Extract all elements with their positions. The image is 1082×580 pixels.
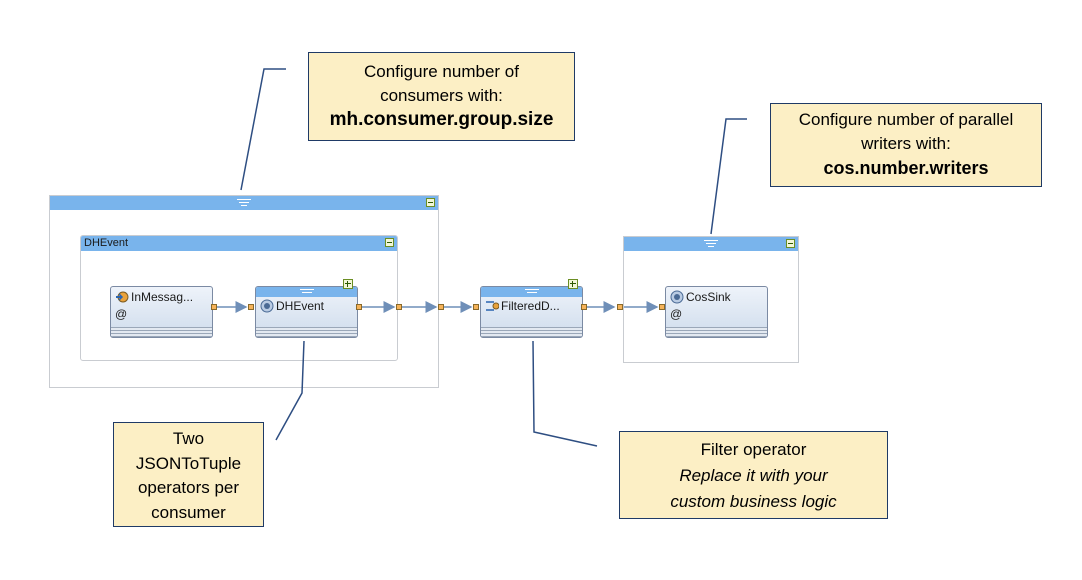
callout-line-json — [275, 340, 305, 441]
note-text: Replace it with your — [679, 466, 828, 485]
region-port[interactable] — [617, 304, 623, 310]
operator-name: CosSink — [686, 290, 731, 304]
composite-header[interactable]: DHEvent — [81, 236, 397, 251]
input-port[interactable] — [659, 304, 665, 310]
operator-footer — [666, 327, 767, 337]
operator-footer — [256, 327, 357, 337]
note-text: custom business logic — [670, 492, 837, 511]
note-text: JSONToTuple — [135, 453, 242, 473]
sink-adapter-icon — [670, 290, 684, 304]
collapse-icon[interactable] — [426, 198, 435, 207]
note-text: consumer — [151, 502, 226, 522]
note-consumers: Configure number of consumers with: mh.c… — [308, 52, 575, 141]
operator-annotation: @ — [670, 307, 683, 321]
note-text: consumers with: — [380, 86, 503, 105]
note-filter: Filter operator Replace it with your cus… — [619, 431, 888, 519]
operator-footer — [481, 327, 582, 337]
operator-dhevent[interactable]: DHEvent — [255, 286, 358, 338]
expand-icon[interactable] — [343, 279, 353, 289]
drag-grip-icon[interactable] — [704, 240, 718, 249]
filter-operator-icon — [485, 299, 500, 313]
drag-grip-icon[interactable] — [237, 199, 251, 208]
note-param: cos.number.writers — [823, 158, 989, 178]
callout-line-filter — [532, 340, 598, 447]
drag-grip-icon — [299, 289, 314, 295]
note-text: writers with: — [861, 134, 951, 153]
input-port[interactable] — [473, 304, 479, 310]
note-text: Configure number of — [364, 62, 519, 81]
operator-name: DHEvent — [276, 299, 325, 313]
note-param: mh.consumer.group.size — [329, 109, 554, 130]
note-json: Two JSONToTuple operators per consumer — [113, 422, 264, 527]
callout-line-consumers — [240, 68, 286, 191]
input-port[interactable] — [248, 304, 254, 310]
import-adapter-icon — [115, 290, 129, 304]
expand-icon[interactable] — [568, 279, 578, 289]
callout-line-writers — [710, 118, 747, 235]
operator-inmessage[interactable]: InMessag... @ — [110, 286, 213, 338]
output-port[interactable] — [356, 304, 362, 310]
operator-filtered[interactable]: FilteredD... — [480, 286, 583, 338]
region-port[interactable] — [438, 304, 444, 310]
operator-name: InMessag... — [131, 290, 194, 304]
note-writers: Configure number of parallel writers wit… — [770, 103, 1042, 187]
output-port[interactable] — [581, 304, 587, 310]
note-text: Configure number of parallel — [798, 110, 1014, 129]
collapse-icon[interactable] — [385, 238, 394, 247]
operator-header — [256, 287, 357, 297]
operator-header — [481, 287, 582, 297]
note-text: operators per — [137, 478, 240, 497]
collapse-icon[interactable] — [786, 239, 795, 248]
composite-operator-icon — [260, 299, 274, 313]
drag-grip-icon — [524, 289, 539, 295]
note-text: Two — [172, 429, 205, 448]
note-text: Filter operator — [700, 440, 807, 459]
composite-port[interactable] — [396, 304, 402, 310]
parallel-region-header[interactable] — [624, 237, 798, 251]
operator-footer — [111, 327, 212, 337]
composite-title: DHEvent — [84, 237, 129, 249]
parallel-region-header[interactable] — [50, 196, 438, 210]
operator-name: FilteredD... — [501, 299, 560, 313]
operator-cossink[interactable]: CosSink @ — [665, 286, 768, 338]
output-port[interactable] — [211, 304, 217, 310]
operator-annotation: @ — [115, 307, 128, 321]
